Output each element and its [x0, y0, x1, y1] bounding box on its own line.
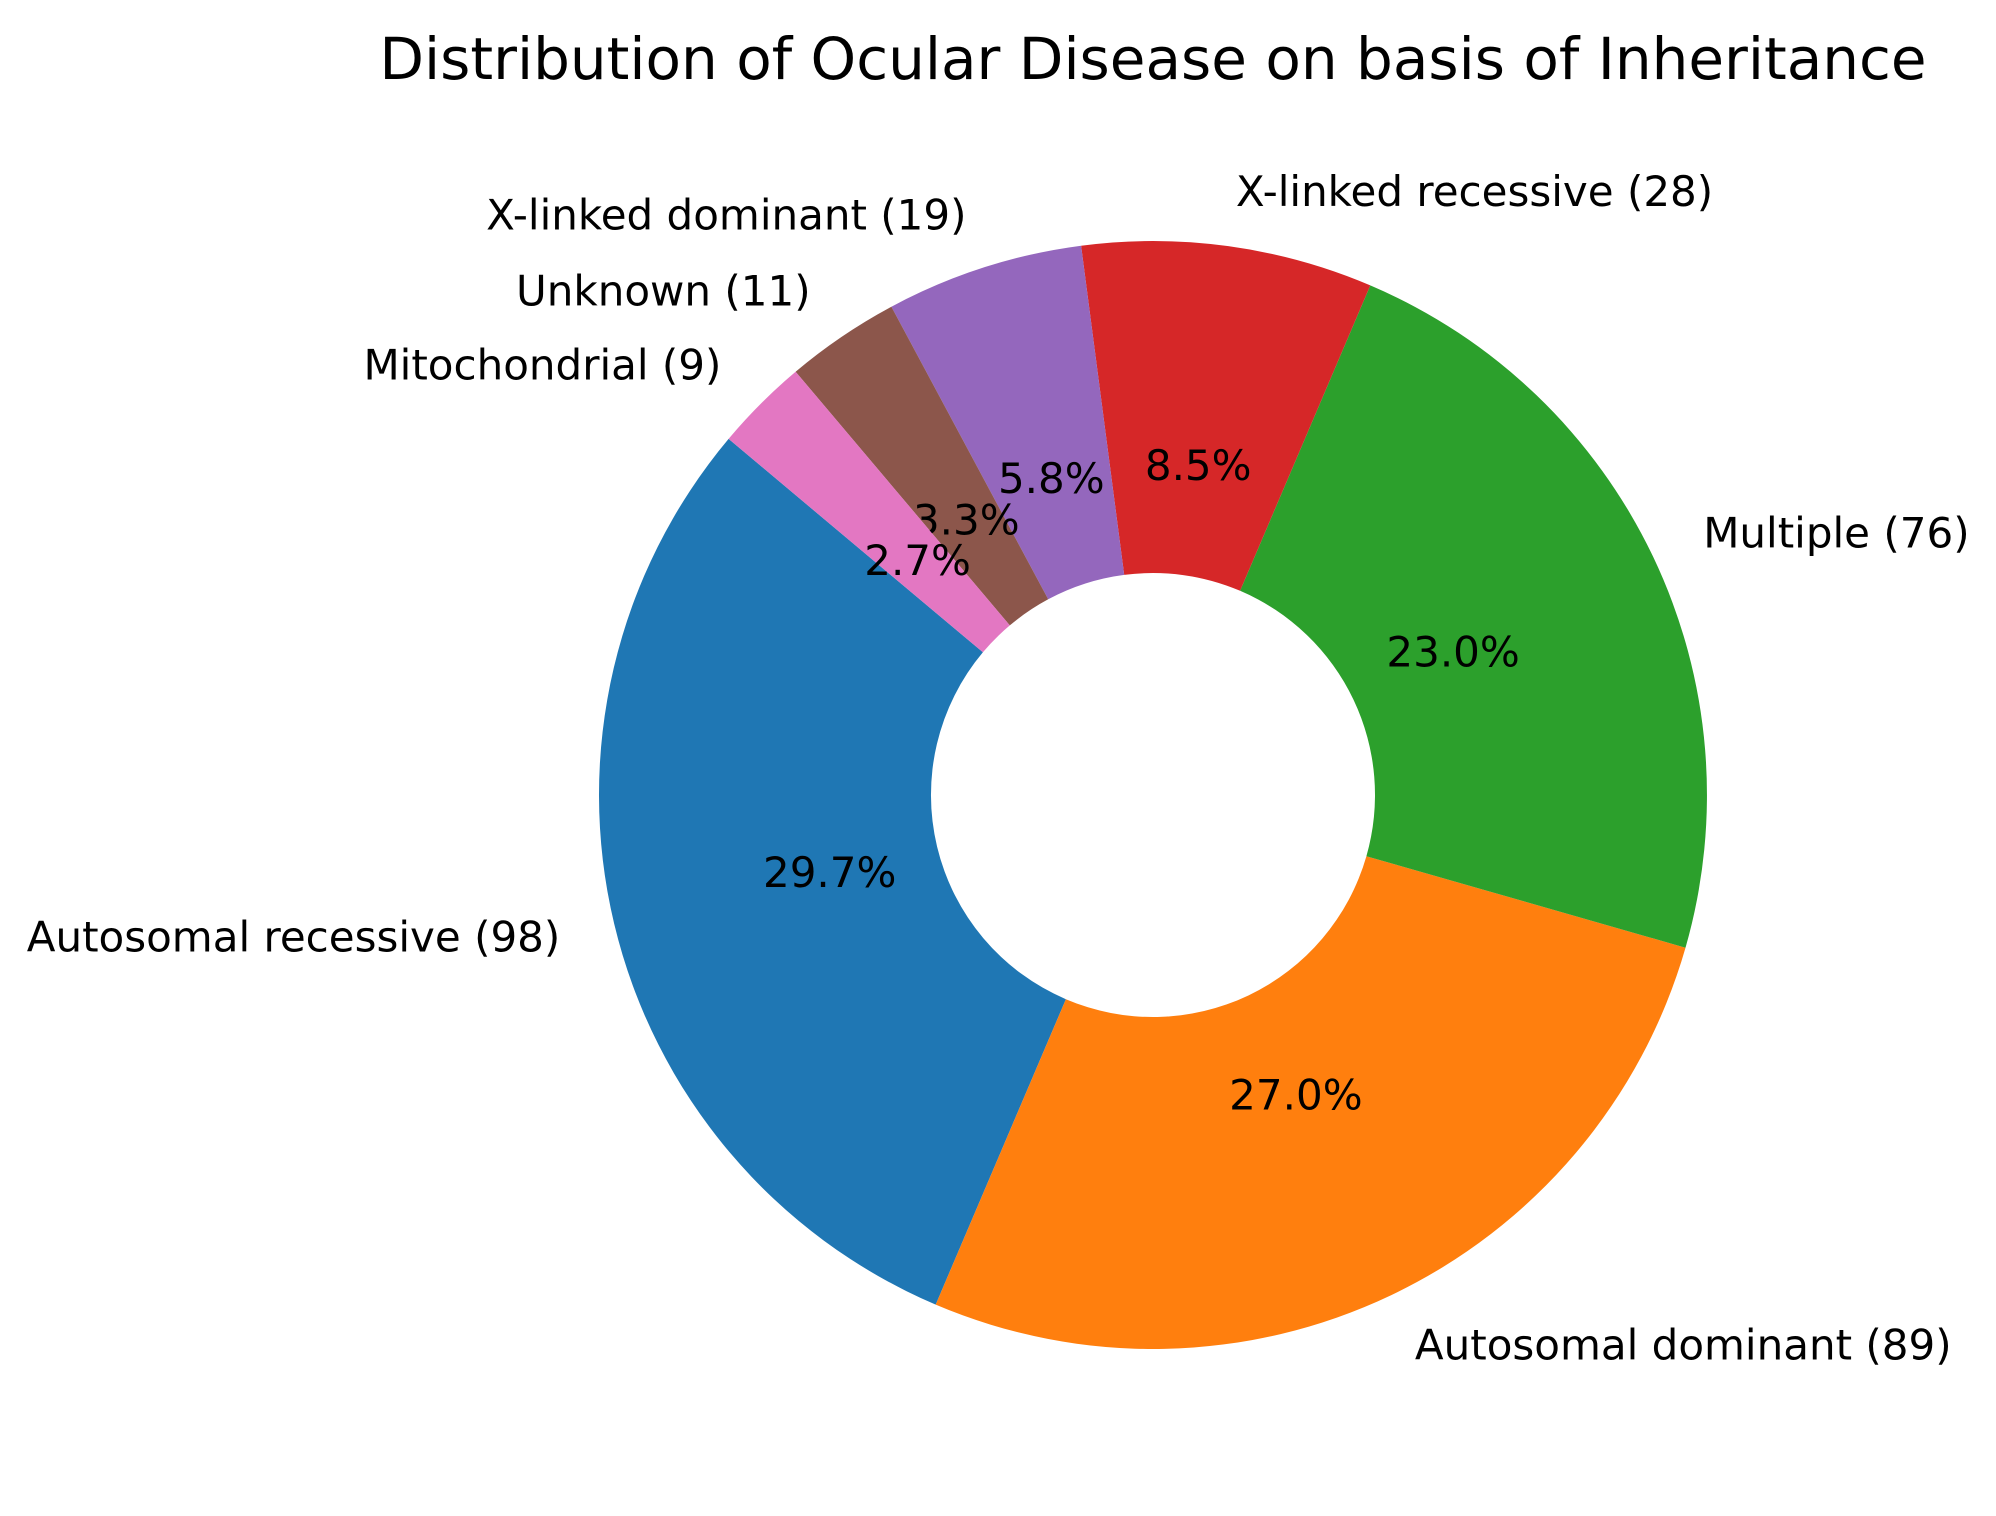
pie-slice-autosomal-dominant: [935, 856, 1686, 1349]
pie-slice-multiple: [1240, 285, 1707, 948]
slice-label-multiple: Multiple (76): [1703, 509, 1969, 558]
slice-percent-multiple: 23.0%: [1386, 628, 1519, 677]
slice-percent-x-linked-recessive: 8.5%: [1145, 441, 1252, 490]
slice-percent-x-linked-dominant: 5.8%: [998, 454, 1105, 503]
pie-slice-unknown: [795, 306, 1049, 626]
slice-label-x-linked-recessive: X-linked recessive (28): [1236, 167, 1713, 216]
slice-percent-autosomal-dominant: 27.0%: [1229, 1071, 1362, 1120]
pie-slice-mitochondrial: [728, 371, 1010, 653]
pie-slice-x-linked-dominant: [891, 245, 1125, 600]
slice-label-mitochondrial: Mitochondrial (9): [363, 340, 721, 389]
slice-label-autosomal-recessive: Autosomal recessive (98): [27, 912, 561, 961]
slice-label-x-linked-dominant: X-linked dominant (19): [486, 190, 966, 239]
chart-title: Distribution of Ocular Disease on basis …: [379, 25, 1927, 93]
pie-slice-x-linked-recessive: [1081, 241, 1371, 591]
slice-label-autosomal-dominant: Autosomal dominant (89): [1415, 1321, 1952, 1370]
slice-percent-autosomal-recessive: 29.7%: [763, 848, 896, 897]
slice-percent-mitochondrial: 2.7%: [864, 536, 971, 585]
slice-label-unknown: Unknown (11): [516, 266, 811, 315]
pie-slice-autosomal-recessive: [598, 438, 1066, 1305]
